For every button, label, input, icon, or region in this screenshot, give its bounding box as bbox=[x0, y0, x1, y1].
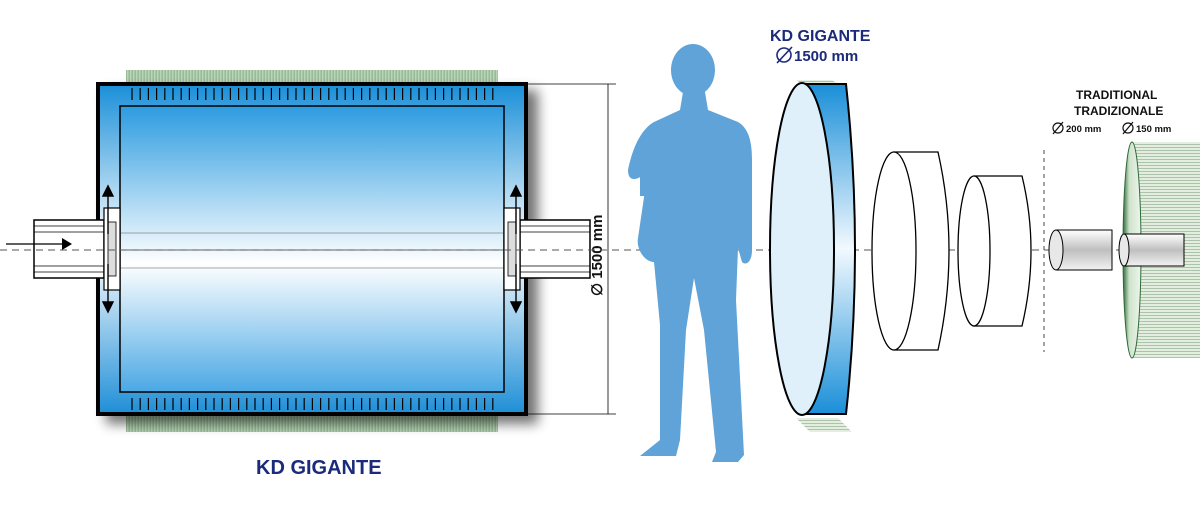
intermediate-cylinder-large bbox=[871, 151, 950, 351]
traditional-labels: TRADITIONAL TRADIZIONALE 200 mm 150 mm bbox=[1052, 88, 1171, 135]
right-shaft bbox=[503, 207, 591, 291]
svg-text:1500 mm: 1500 mm bbox=[794, 48, 858, 65]
right-vertical-arrows bbox=[509, 184, 523, 314]
traditional-title-en: TRADITIONAL bbox=[1076, 88, 1157, 102]
traditional-title-it: TRADIZIONALE bbox=[1074, 104, 1163, 118]
height-dimension-line bbox=[526, 83, 616, 415]
diameter-symbol-icon bbox=[776, 46, 793, 64]
traditional-roller-200 bbox=[1048, 229, 1113, 271]
disc-green-rim-bottom bbox=[796, 418, 852, 432]
side-view-title: KD GIGANTE bbox=[770, 28, 871, 45]
diameter-symbol-icon bbox=[1122, 121, 1134, 135]
bottom-ring-band bbox=[126, 414, 498, 432]
height-dimension-label: ∅ 1500 mm bbox=[589, 215, 606, 296]
diameter-symbol-icon bbox=[1052, 121, 1064, 135]
intermediate-cylinder-small bbox=[957, 175, 1032, 327]
drum-inner-panel bbox=[119, 105, 505, 393]
person-silhouette bbox=[628, 44, 752, 462]
side-view-diameter: 1500 mm bbox=[776, 46, 858, 65]
flow-arrow-icon bbox=[6, 238, 72, 250]
disc-face bbox=[769, 82, 835, 416]
drum-side-view: KD GIGANTE 1500 mm bbox=[769, 28, 871, 432]
traditional-roller-150 bbox=[1118, 141, 1200, 359]
left-vertical-arrows bbox=[101, 184, 115, 314]
traditional-dia-200: 200 mm bbox=[1066, 124, 1101, 135]
main-drum-label: KD GIGANTE bbox=[256, 457, 382, 479]
left-shaft bbox=[33, 207, 121, 291]
cooling-channels bbox=[131, 88, 494, 410]
traditional-dia-150: 150 mm bbox=[1136, 124, 1171, 135]
drum-front-view: ∅ 1500 mm KD GIGANTE bbox=[6, 70, 616, 479]
